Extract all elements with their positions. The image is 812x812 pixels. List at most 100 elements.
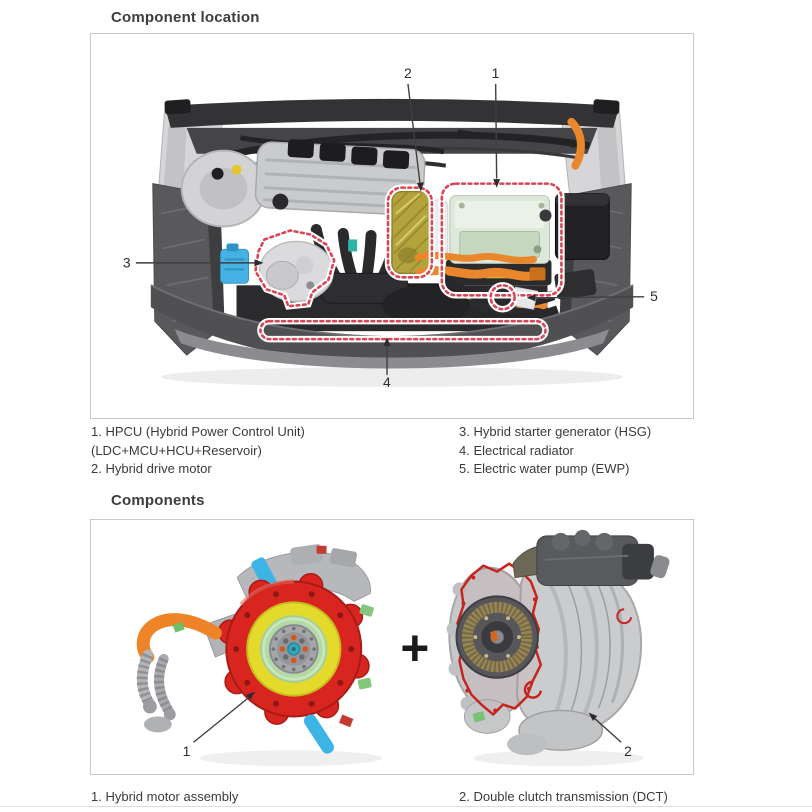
hv-cable4 bbox=[567, 117, 585, 170]
callout-5: 5 bbox=[526, 288, 658, 304]
callout-2-line bbox=[407, 83, 421, 183]
section-title-components: Components bbox=[111, 492, 205, 509]
hpcu-bolt3 bbox=[533, 245, 542, 254]
ignition-coil-1 bbox=[287, 139, 315, 159]
dot bbox=[271, 647, 276, 651]
hood-hinge-left bbox=[164, 99, 191, 115]
clutch-bolt bbox=[517, 635, 521, 640]
case-rib3 bbox=[608, 584, 624, 704]
dot bbox=[274, 637, 278, 641]
legend-item-hpcu: 1. HPCU (Hybrid Power Control Unit) bbox=[91, 424, 305, 439]
flywheel-bolts bbox=[279, 634, 308, 664]
hybrid-drive-motor-cover bbox=[391, 190, 431, 275]
hub-center bbox=[291, 647, 296, 651]
legend-item-radiator: 4. Electrical radiator bbox=[459, 442, 574, 458]
callout-1-line bbox=[193, 695, 252, 743]
callout-1-arrow bbox=[493, 179, 501, 188]
hpcu-bolt1 bbox=[458, 202, 465, 209]
ewp-outline bbox=[489, 284, 516, 311]
motor-bracket1 bbox=[290, 544, 324, 566]
clutch-ring-texture bbox=[461, 601, 533, 673]
legend-item-hsg: 3. Hybrid starter generator (HSG) bbox=[459, 424, 652, 439]
housing-highlight bbox=[239, 579, 294, 606]
hv-connector bbox=[529, 267, 546, 281]
bolt-orange bbox=[290, 634, 297, 641]
mechatronics-line bbox=[544, 554, 629, 561]
components-legend-left: 1. Hybrid motor assembly bbox=[91, 789, 239, 804]
ignition-coil-4 bbox=[382, 150, 410, 170]
case-ribline1 bbox=[565, 581, 583, 713]
hood-hinge-right bbox=[593, 99, 620, 115]
clutch-bolt bbox=[484, 653, 489, 658]
dot bbox=[302, 664, 306, 669]
callout-1: 1 bbox=[492, 65, 501, 188]
gasket-bolt bbox=[493, 708, 498, 713]
ignition-coil-2 bbox=[319, 142, 346, 162]
figure-component-location: 2 1 3 5 bbox=[90, 33, 694, 419]
hose-fitting1 bbox=[142, 699, 157, 714]
mechatronics-bump bbox=[551, 532, 570, 551]
flange-bump bbox=[448, 661, 463, 676]
case-rib1 bbox=[548, 584, 568, 712]
hsg-detail bbox=[306, 281, 315, 290]
fuse-box-lid bbox=[555, 193, 610, 206]
callout-1: 1 bbox=[183, 691, 256, 759]
hpcu-unit bbox=[445, 195, 552, 286]
component-outlines bbox=[252, 180, 565, 343]
plus-sign: + bbox=[400, 620, 429, 676]
hv-cable-orange bbox=[136, 613, 222, 664]
legend-column-left: 1. HPCU (Hybrid Power Control Unit) (LDC… bbox=[91, 423, 703, 479]
callout-1-arrow bbox=[246, 691, 256, 700]
floor-shadow bbox=[160, 367, 624, 387]
gasket-bolt bbox=[465, 688, 470, 693]
legend-item-ewp: 5. Electric water pump (EWP) bbox=[459, 461, 630, 476]
bolt-gray bbox=[299, 638, 305, 644]
clutch-bolts bbox=[473, 616, 521, 658]
hsg-outline bbox=[254, 229, 336, 308]
bolt-gray bbox=[282, 654, 289, 660]
legend-column-right: 3. Hybrid starter generator (HSG) 4. Ele… bbox=[459, 423, 651, 479]
bolt bbox=[233, 646, 240, 652]
mechatronics-bump bbox=[574, 529, 591, 546]
strut-cap bbox=[211, 167, 224, 180]
housing-bolts bbox=[233, 591, 355, 707]
dot bbox=[281, 664, 286, 669]
callout-1-label: 1 bbox=[492, 65, 500, 81]
bolt-orange bbox=[302, 646, 308, 652]
bolt bbox=[272, 591, 279, 598]
yellow-marker bbox=[231, 164, 242, 175]
hose-end bbox=[143, 716, 172, 733]
bolt-gray bbox=[299, 654, 305, 660]
bolt-orange bbox=[290, 657, 297, 664]
case-rib2 bbox=[578, 576, 599, 716]
green-tab bbox=[472, 711, 486, 723]
motor-shadow bbox=[199, 750, 383, 767]
green-tab1 bbox=[359, 604, 374, 617]
bumper-fascia bbox=[150, 285, 634, 366]
callouts: 2 1 3 5 bbox=[123, 65, 658, 390]
bolt bbox=[348, 646, 355, 652]
legend-item-drive-motor: 2. Hybrid drive motor bbox=[91, 461, 212, 476]
hpcu-outline bbox=[440, 182, 563, 297]
page-divider bbox=[0, 806, 812, 807]
hose-fitting2 bbox=[163, 708, 176, 721]
bolt bbox=[272, 700, 279, 707]
components-legend-right: 2. Double clutch transmission (DCT) bbox=[459, 789, 668, 804]
callout-2-label: 2 bbox=[624, 743, 632, 759]
figure-components: 1 + bbox=[90, 519, 694, 775]
gold-highlight bbox=[395, 192, 427, 247]
sump-lower bbox=[507, 733, 547, 756]
valve-cover-ribs bbox=[263, 158, 417, 209]
hsg-boss bbox=[295, 256, 314, 275]
component-location-legend: 1. HPCU (Hybrid Power Control Unit) (LDC… bbox=[91, 423, 703, 479]
motor-red-tab-top bbox=[316, 545, 327, 554]
hybrid-motor-assembly: 1 bbox=[136, 544, 374, 759]
callout-5-line bbox=[535, 296, 645, 299]
clutch-bolt bbox=[506, 653, 511, 658]
coolant-reservoir-blue bbox=[220, 248, 249, 284]
hpcu-panel bbox=[459, 230, 541, 258]
callout-3: 3 bbox=[123, 254, 264, 270]
bolt-gray bbox=[282, 638, 289, 644]
hood-front-edge bbox=[164, 98, 620, 128]
gasket-bolt bbox=[526, 686, 531, 691]
